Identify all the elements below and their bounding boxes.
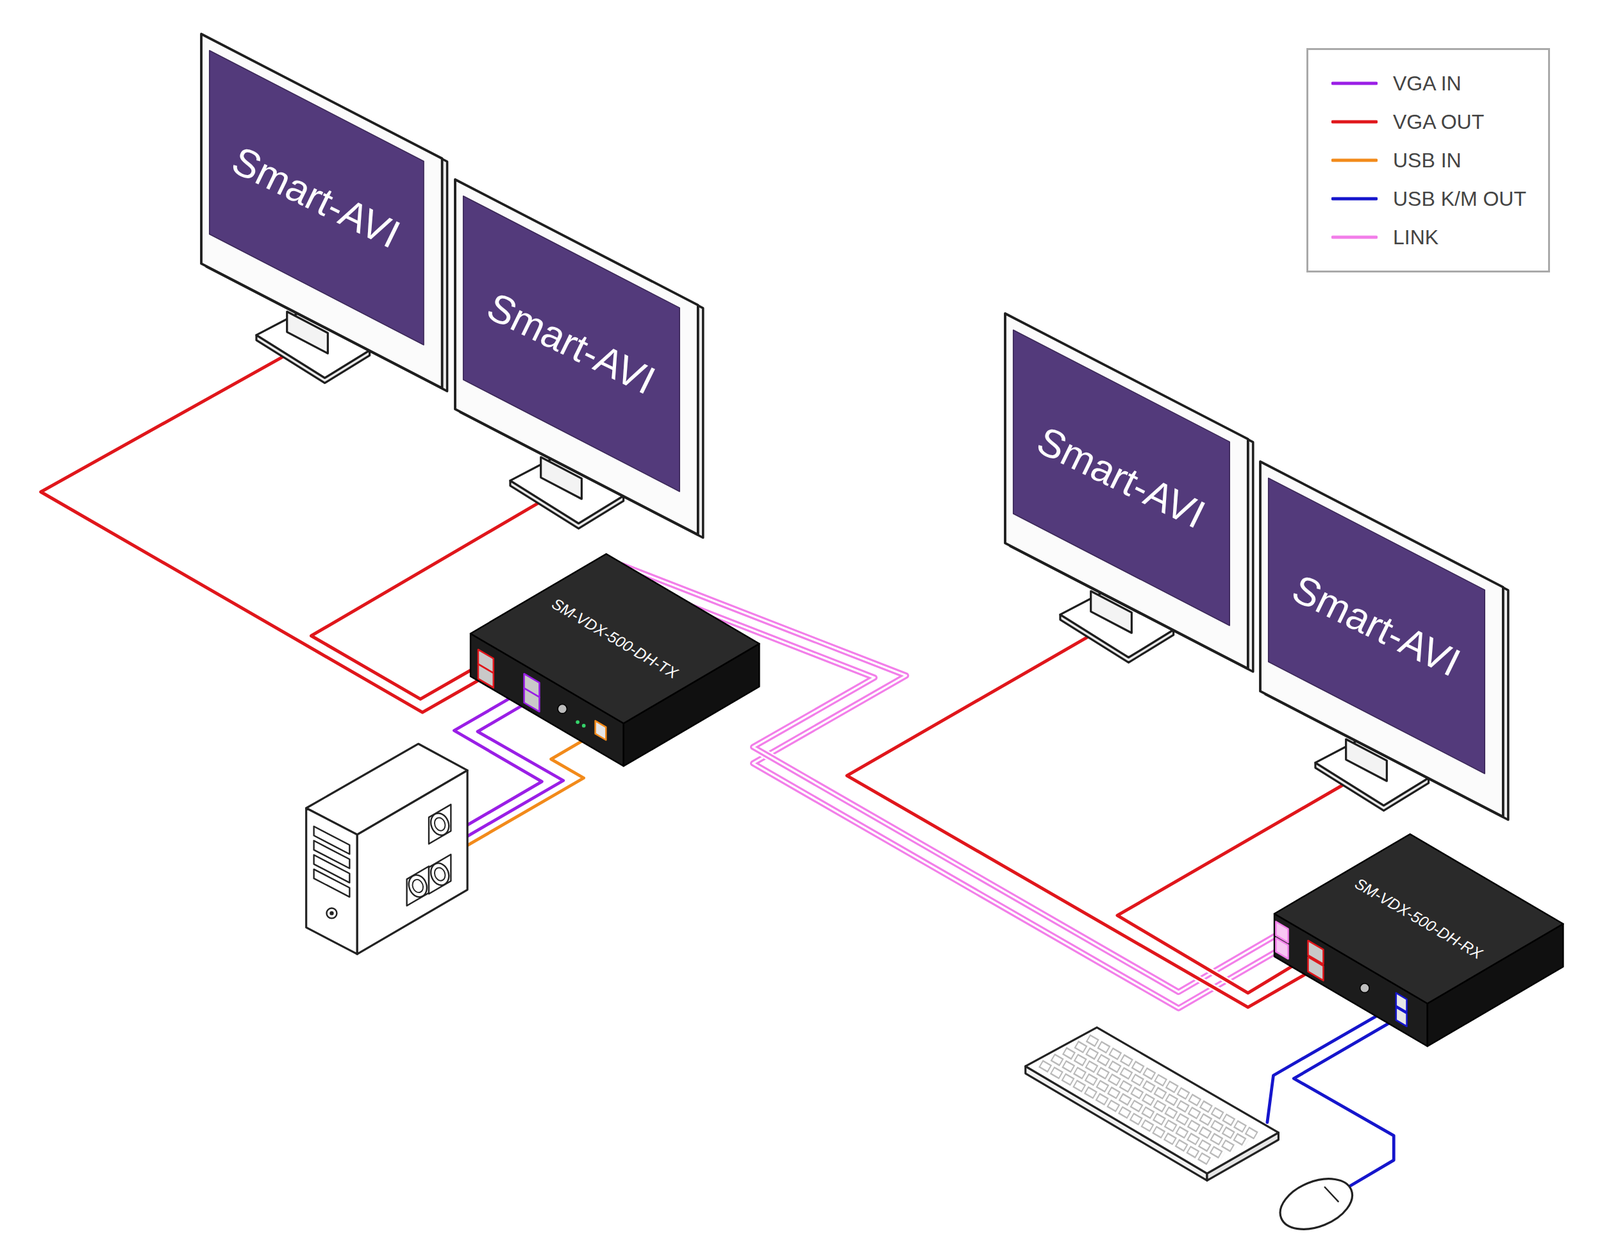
legend-sample bbox=[1331, 117, 1378, 127]
usb-port bbox=[594, 721, 606, 741]
key-face bbox=[1052, 1057, 1224, 1156]
key-row bbox=[1040, 1063, 1211, 1163]
fan bbox=[432, 816, 447, 833]
legend-text: USB IN bbox=[1392, 148, 1462, 173]
computer-tower bbox=[306, 743, 468, 954]
vga-port bbox=[1308, 956, 1324, 981]
monitor: Smart-AVI bbox=[201, 33, 443, 388]
mouse-button-line bbox=[1324, 1186, 1339, 1202]
box-outline bbox=[470, 553, 759, 767]
keyboard-top bbox=[1025, 1027, 1279, 1174]
vga-port bbox=[523, 688, 540, 713]
power-button bbox=[326, 907, 338, 918]
legend-text: VGA IN bbox=[1392, 71, 1462, 96]
vga-out-cable bbox=[41, 351, 486, 713]
power-knob bbox=[557, 704, 567, 714]
key-face bbox=[1064, 1050, 1235, 1150]
monitor-bezel bbox=[1260, 461, 1504, 817]
monitor-back bbox=[460, 182, 704, 538]
vga-out-cable bbox=[1117, 779, 1353, 993]
key-row bbox=[1052, 1057, 1224, 1156]
drive-bay bbox=[314, 869, 350, 897]
key-row bbox=[1087, 1037, 1259, 1137]
box-outline bbox=[1274, 833, 1563, 1047]
key-rows bbox=[1040, 1037, 1258, 1163]
monitor-screen bbox=[463, 196, 680, 492]
monitor-screen bbox=[208, 50, 424, 345]
power-knob bbox=[1360, 983, 1370, 993]
monitor-back bbox=[1010, 316, 1254, 672]
mouse-body bbox=[1273, 1168, 1360, 1239]
key-face bbox=[1040, 1063, 1211, 1163]
legend: VGA IN VGA OUT USB IN USB K/M OUT LINK bbox=[1306, 48, 1550, 273]
usb-port bbox=[1396, 1007, 1408, 1027]
legend-sample bbox=[1331, 194, 1378, 204]
extender-box: SM-VDX-500-DH-TX bbox=[470, 553, 759, 767]
monitor: Smart-AVI bbox=[455, 179, 699, 535]
tower-front bbox=[306, 807, 358, 954]
legend-text: LINK bbox=[1392, 225, 1439, 250]
monitor: Smart-AVI bbox=[1260, 461, 1504, 817]
legend-text: VGA OUT bbox=[1392, 110, 1484, 134]
legend-line bbox=[1332, 158, 1377, 163]
vga-out-cable bbox=[846, 631, 1316, 1008]
usb-in-cable bbox=[461, 730, 600, 850]
monitor-bezel bbox=[455, 179, 699, 535]
legend-row: LINK bbox=[1331, 217, 1527, 257]
fan bbox=[405, 872, 430, 900]
mouse bbox=[1273, 1168, 1360, 1239]
monitor-bezel bbox=[201, 33, 443, 388]
monitor-bezel bbox=[1005, 313, 1249, 669]
cable bbox=[41, 351, 486, 713]
monitor-back bbox=[1265, 464, 1509, 820]
fan bbox=[427, 860, 452, 888]
key-row bbox=[1064, 1050, 1235, 1150]
keyboard bbox=[1025, 1027, 1279, 1181]
cable-casing bbox=[846, 631, 1316, 1008]
key-row bbox=[1076, 1044, 1247, 1143]
legend-sample bbox=[1331, 78, 1378, 88]
legend-sample bbox=[1331, 232, 1378, 242]
extender-box: SM-VDX-500-DH-RX bbox=[1274, 833, 1563, 1047]
usb-km-cables bbox=[1267, 1001, 1401, 1187]
legend-row: VGA IN bbox=[1331, 64, 1527, 103]
key-face bbox=[1087, 1037, 1259, 1137]
box-top-face bbox=[1274, 833, 1563, 1004]
legend-line bbox=[1332, 197, 1377, 201]
usb-km-cable bbox=[1293, 1016, 1401, 1187]
cable bbox=[846, 631, 1316, 1008]
monitor: Smart-AVI bbox=[1005, 313, 1249, 669]
status-led bbox=[582, 723, 586, 728]
legend-text: USB K/M OUT bbox=[1392, 187, 1527, 211]
monitor-screen bbox=[1013, 329, 1230, 625]
cable-casing bbox=[1293, 1016, 1401, 1187]
tower-side bbox=[357, 770, 468, 954]
fan bbox=[427, 810, 452, 838]
box-top-face bbox=[470, 553, 759, 724]
cable bbox=[1117, 779, 1353, 993]
monitor-screen bbox=[1268, 477, 1485, 774]
status-led bbox=[575, 720, 580, 725]
legend-line bbox=[1332, 82, 1377, 86]
key-face bbox=[1076, 1044, 1247, 1143]
legend-row: VGA OUT bbox=[1331, 102, 1527, 142]
fan bbox=[432, 866, 447, 883]
legend-line bbox=[1332, 235, 1377, 240]
link-port bbox=[1276, 937, 1289, 959]
monitor-back bbox=[206, 36, 448, 391]
cable-casing bbox=[41, 351, 486, 713]
cable-casing bbox=[1117, 779, 1353, 993]
power-button bbox=[329, 910, 334, 915]
fan bbox=[410, 878, 425, 895]
cable-casing bbox=[461, 730, 600, 850]
legend-row: USB IN bbox=[1331, 141, 1527, 180]
legend-line bbox=[1332, 120, 1377, 124]
legend-sample bbox=[1331, 155, 1378, 165]
legend-row: USB K/M OUT bbox=[1331, 179, 1527, 218]
vga-port bbox=[478, 664, 494, 688]
